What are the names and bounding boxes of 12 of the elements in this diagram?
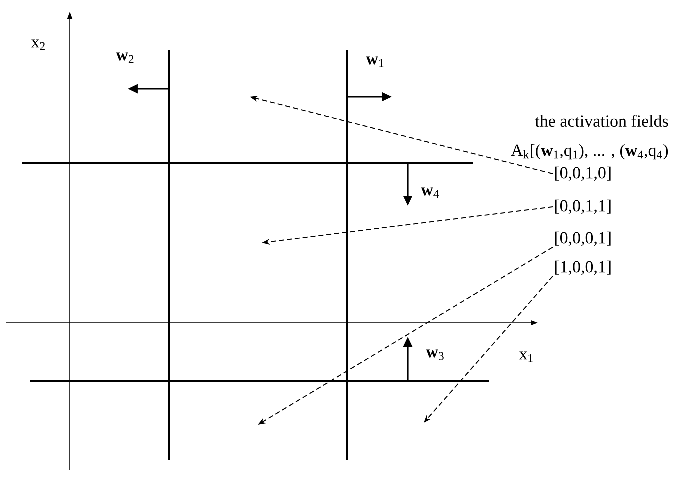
annotation-text: A$_{k}$[(w$_{1}$,q$_{1}$), ... , (w$_{4}$,q$_{4}$)	[511, 144, 668, 160]
vector-label: w$_{2}$	[116, 52, 134, 64]
vector-label: w$_{1}$	[366, 56, 384, 68]
axis-label: x$_{2}$	[31, 40, 45, 50]
vector-text: [0,0,0,1]	[553, 230, 614, 248]
vector-text: [0,0,1,1]	[553, 198, 614, 216]
vector-text: [0,0,1,0]	[553, 166, 614, 182]
vector-label: w$_{4}$	[421, 188, 440, 198]
vector-text: [1,0,0,1]	[553, 260, 614, 276]
vector-label: w$_{3}$	[426, 350, 444, 360]
axis-label: x$_{1}$	[519, 352, 533, 362]
annotation-text: the activation fields	[535, 114, 668, 128]
